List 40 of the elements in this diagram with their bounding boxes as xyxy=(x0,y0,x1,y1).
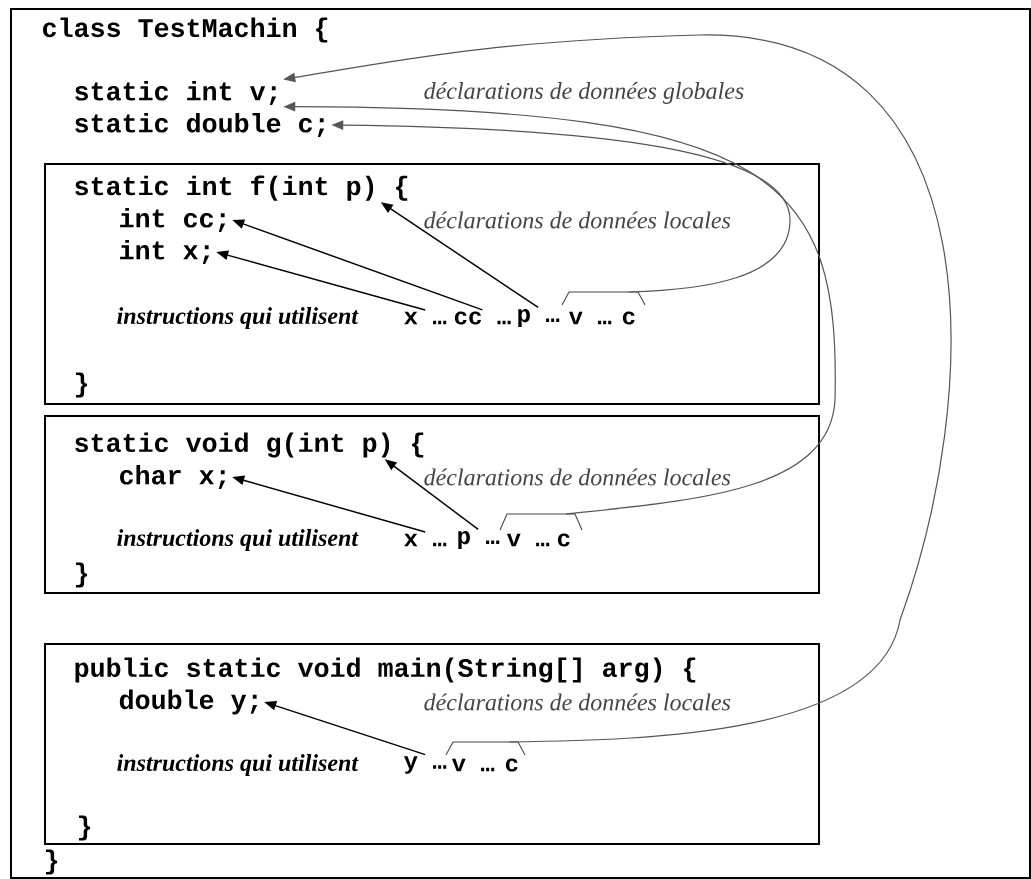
code-line: class TestMachin { xyxy=(43,17,328,43)
code-line: public static void main(String[] arg) { xyxy=(75,657,696,683)
class-frame xyxy=(10,8,1031,879)
method-box xyxy=(44,163,820,405)
code-line: static void g(int p) { xyxy=(75,432,424,458)
variable-token: x … xyxy=(404,533,447,547)
bracket xyxy=(445,741,526,756)
code-line: int x; xyxy=(120,240,210,265)
closing-brace: } xyxy=(79,815,91,841)
variable-token: c xyxy=(622,311,635,325)
instruction-text: instructions qui utilisent xyxy=(117,307,359,329)
code-line: double y; xyxy=(119,689,258,715)
annotation: déclarations de données locales xyxy=(424,468,731,486)
variable-token: p … xyxy=(458,531,500,549)
method-box xyxy=(44,415,820,594)
annotation: déclarations de données locales xyxy=(424,693,731,711)
bracket xyxy=(561,291,646,306)
bracket xyxy=(499,513,583,531)
method-box xyxy=(44,643,820,845)
instruction-text: instructions qui utilisent xyxy=(117,754,359,776)
closing-brace: } xyxy=(76,562,88,588)
variable-token: v … xyxy=(568,311,612,325)
variable-token: x … xyxy=(404,311,447,325)
code-line: int cc; xyxy=(120,208,226,233)
variable-token: y … xyxy=(404,756,447,774)
variable-token: v … xyxy=(451,758,495,772)
annotation: déclarations de données locales xyxy=(424,211,731,229)
annotation: déclarations de données globales xyxy=(424,82,744,104)
instruction-text: instructions qui utilisent xyxy=(117,529,359,551)
closing-brace: } xyxy=(46,849,58,875)
variable-token: v … xyxy=(506,533,550,547)
variable-token: c xyxy=(557,533,570,547)
variable-token: p … xyxy=(518,309,560,327)
variable-token: c xyxy=(505,758,518,772)
code-line: static double c; xyxy=(75,113,325,138)
code-line: static int v; xyxy=(75,81,277,106)
closing-brace: } xyxy=(76,372,88,398)
code-line: char x; xyxy=(120,465,226,490)
variable-token: cc … xyxy=(454,311,511,325)
code-line: static int f(int p) { xyxy=(75,175,408,201)
